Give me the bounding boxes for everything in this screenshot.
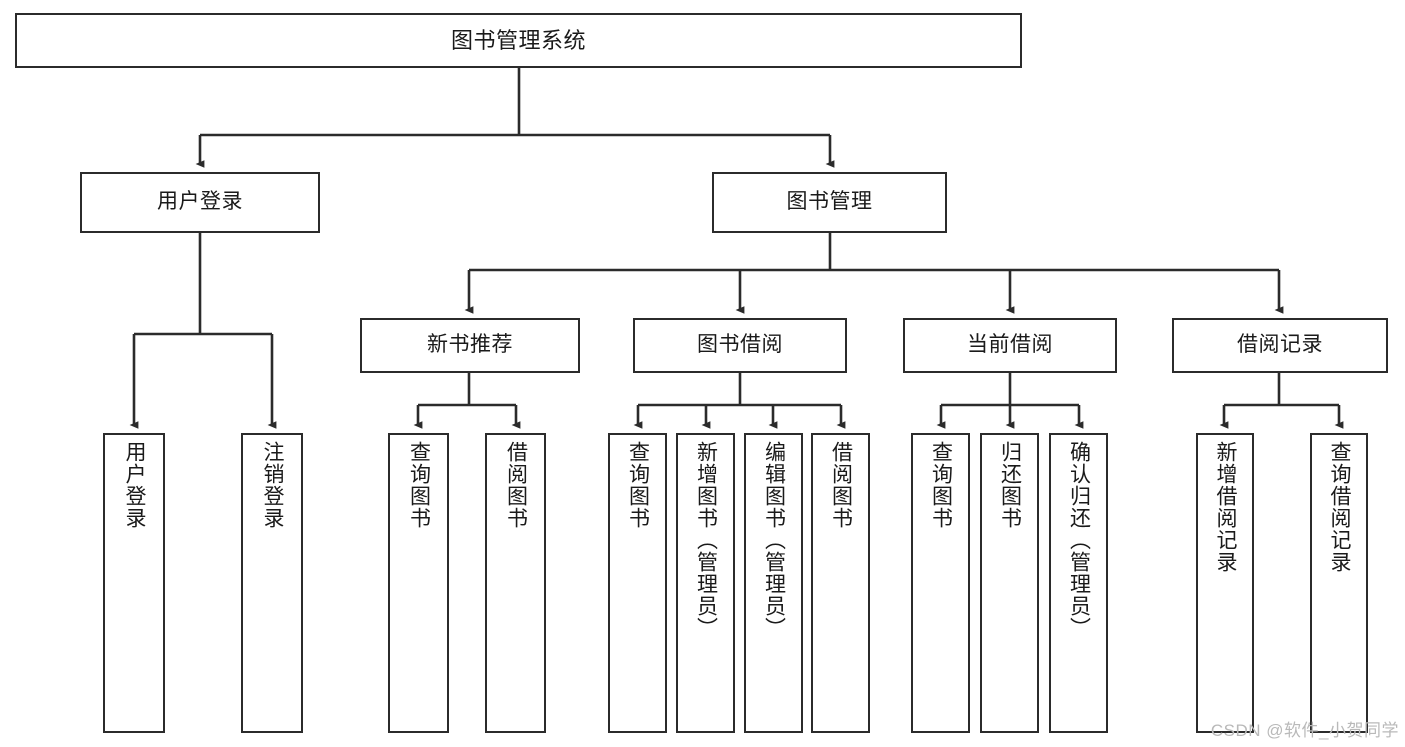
node-label: 新书推荐 [427, 333, 513, 357]
leaf-query-books-borrow[interactable]: 查询图书 [608, 433, 667, 733]
node-new-book-recommend[interactable]: 新书推荐 [360, 318, 580, 373]
node-label: 当前借阅 [967, 333, 1053, 357]
node-book-management[interactable]: 图书管理 [712, 172, 947, 233]
node-label: 归还图书 [998, 441, 1022, 529]
node-label: 查询图书 [929, 441, 953, 529]
leaf-return-books[interactable]: 归还图书 [980, 433, 1039, 733]
node-borrow-record[interactable]: 借阅记录 [1172, 318, 1388, 373]
node-book-borrow[interactable]: 图书借阅 [633, 318, 847, 373]
node-current-borrow[interactable]: 当前借阅 [903, 318, 1117, 373]
leaf-add-borrow-record[interactable]: 新增借阅记录 [1196, 433, 1254, 733]
node-label: 查询图书 [407, 441, 431, 529]
watermark: CSDN @软件_小贺同学 [1210, 721, 1399, 740]
node-label: 确认归还（管理员） [1067, 441, 1091, 639]
node-label: 查询借阅记录 [1328, 441, 1352, 573]
leaf-add-book-admin[interactable]: 新增图书（管理员） [676, 433, 735, 733]
node-label: 编辑图书（管理员） [762, 441, 786, 639]
node-label: 用户登录 [157, 190, 243, 214]
node-label: 借阅图书 [829, 441, 853, 529]
leaf-query-books-current[interactable]: 查询图书 [911, 433, 970, 733]
node-label: 借阅记录 [1237, 333, 1323, 357]
leaf-borrow-books-recommend[interactable]: 借阅图书 [485, 433, 546, 733]
node-label: 借阅图书 [504, 441, 528, 529]
leaf-user-login[interactable]: 用户登录 [103, 433, 165, 733]
leaf-query-borrow-record[interactable]: 查询借阅记录 [1310, 433, 1368, 733]
node-label: 新增借阅记录 [1214, 441, 1238, 573]
leaf-logout-login[interactable]: 注销登录 [241, 433, 303, 733]
leaf-borrow-books[interactable]: 借阅图书 [811, 433, 870, 733]
leaf-query-books-recommend[interactable]: 查询图书 [388, 433, 449, 733]
leaf-edit-book-admin[interactable]: 编辑图书（管理员） [744, 433, 803, 733]
node-label: 图书借阅 [697, 333, 783, 357]
node-label: 用户登录 [123, 441, 147, 529]
node-root-book-management-system[interactable]: 图书管理系统 [15, 13, 1022, 68]
node-label: 图书管理 [786, 190, 873, 214]
node-label: 新增图书（管理员） [694, 441, 718, 639]
node-label: 图书管理系统 [450, 27, 586, 53]
node-label: 注销登录 [261, 441, 285, 529]
node-user-login[interactable]: 用户登录 [80, 172, 320, 233]
node-label: 查询图书 [626, 441, 650, 529]
leaf-confirm-return-admin[interactable]: 确认归还（管理员） [1049, 433, 1108, 733]
